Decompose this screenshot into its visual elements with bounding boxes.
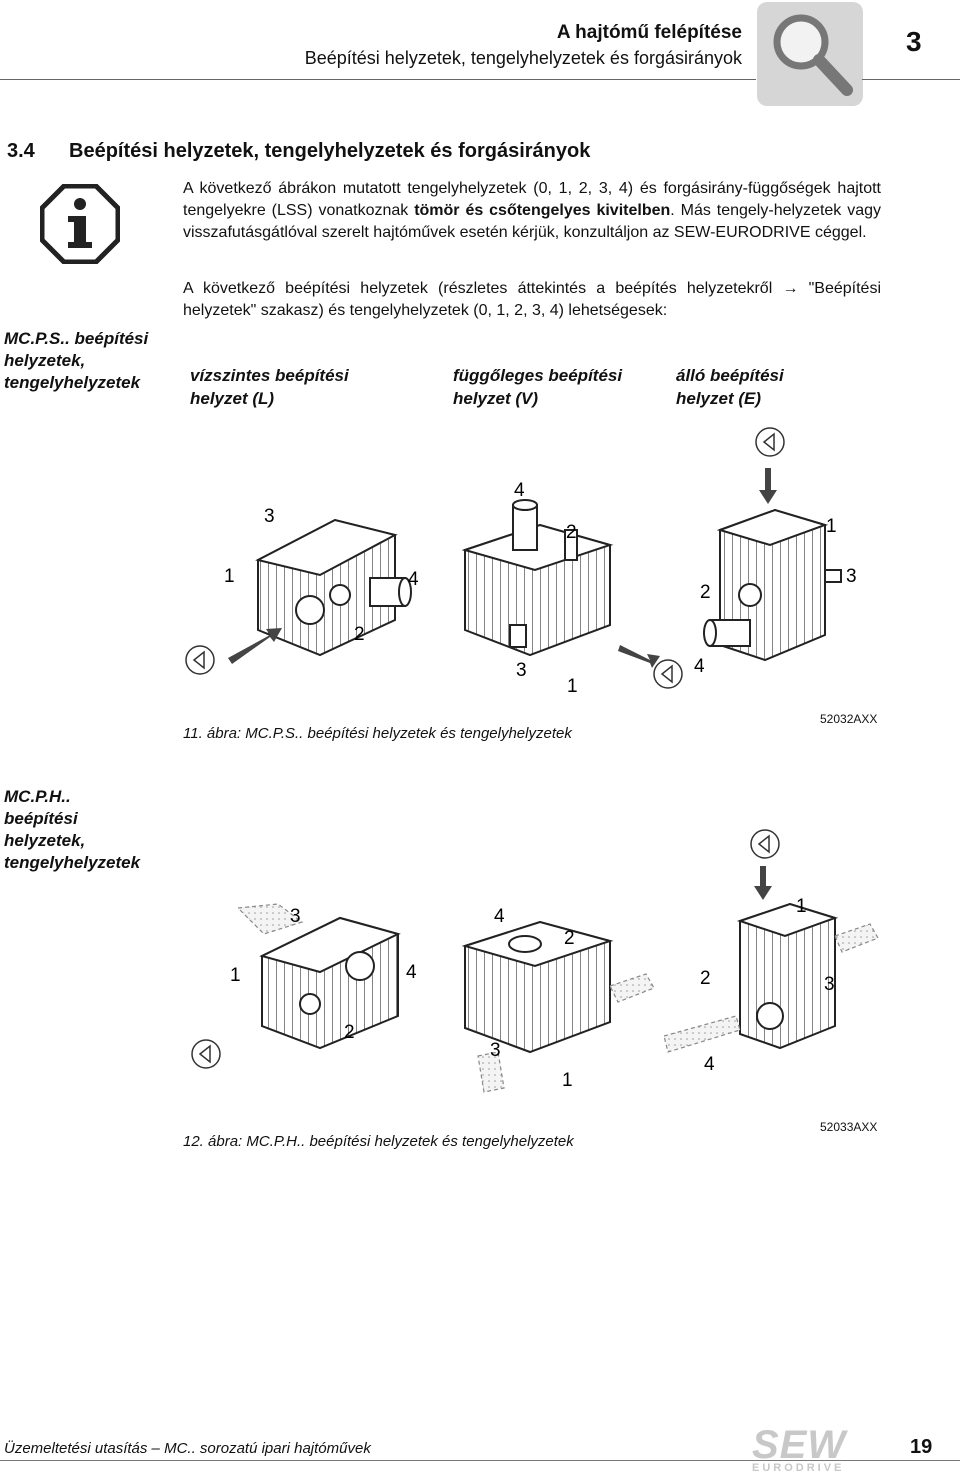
column-heading-line: álló beépítési <box>676 366 784 385</box>
positions-paragraph: A következő beépítési helyzetek (részlet… <box>183 278 881 322</box>
pointer-arrow-icon <box>228 628 282 664</box>
side-label-line: helyzetek, <box>4 831 86 850</box>
figure-2-code: 52033AXX <box>820 1120 878 1134</box>
side-label-line: tengelyhelyzetek <box>4 853 141 872</box>
rotation-arrow-icon <box>185 645 215 675</box>
hollow-shaft-ghost <box>834 923 879 953</box>
side-label-line: MC.P.S.. beépítési <box>4 329 149 348</box>
shaft-label: 2 <box>354 624 365 645</box>
chapter-number: 3 <box>906 26 922 57</box>
shaft-label: 1 <box>567 676 578 697</box>
hollow-shaft-ghost <box>236 903 304 935</box>
column-heading-vertical: függőleges beépítési helyzet (V) <box>453 364 622 410</box>
pointer-arrow-icon <box>754 866 772 900</box>
side-label-line: beépítési <box>4 809 78 828</box>
header-rule <box>0 79 756 80</box>
side-label-line: tengelyhelyzetek <box>4 373 141 392</box>
shaft-label: 2 <box>700 968 711 989</box>
side-label-line: helyzetek, <box>4 351 86 370</box>
column-heading-line: helyzet (V) <box>453 389 539 408</box>
para1-bold: tömör és csőtengelyes kivitelben <box>414 202 671 219</box>
cross-ref-arrow-icon: → <box>782 280 799 297</box>
column-heading-horizontal: vízszintes beépítési helyzet (L) <box>190 364 349 410</box>
figure-1-drawing: 3 1 4 2 4 2 3 1 <box>185 427 857 697</box>
gearbox-standing <box>703 508 842 662</box>
shaft-label: 1 <box>826 516 837 537</box>
para1-text: A következő ábrákon mutatott tengelyhely… <box>183 180 881 219</box>
column-heading-line: helyzet (E) <box>676 389 762 408</box>
gearbox-horizontal <box>259 916 401 1050</box>
column-heading-line: függőleges beépítési <box>453 366 623 385</box>
pointer-arrow-icon <box>618 645 660 668</box>
footer-document-title: Üzemeltetési utasítás – MC.. sorozatú ip… <box>4 1440 371 1457</box>
side-label-mcph: MC.P.H.. beépítési helyzetek, tengelyhel… <box>4 786 140 874</box>
para2-text-end: "Beépítési helyzetek" szakasz) és tengel… <box>183 280 882 319</box>
figure-2: 3 1 4 2 4 2 3 1 1 2 3 4 <box>180 826 890 1126</box>
section-title: 3.4 Beépítési helyzetek, tengelyhelyzetek… <box>7 140 590 163</box>
rotation-arrow-icon <box>755 427 785 457</box>
hollow-shaft-ghost <box>609 973 655 1003</box>
side-label-line: MC.P.H.. <box>4 787 71 806</box>
shaft-label: 4 <box>704 1054 715 1075</box>
shaft-label: 4 <box>494 906 505 927</box>
shaft-label: 3 <box>264 506 275 527</box>
gearbox-horizontal <box>255 518 412 657</box>
footer-rule <box>0 1460 960 1461</box>
shaft-label: 4 <box>406 962 417 983</box>
pointer-arrow-icon <box>759 468 777 504</box>
intro-paragraph: A következő ábrákon mutatott tengelyhely… <box>183 178 881 244</box>
rotation-arrow-icon <box>750 829 780 859</box>
magnifier-icon <box>757 2 863 106</box>
figure-1: 3 1 4 2 4 2 3 1 <box>180 420 890 720</box>
para1-text-end: . Más tengely-helyzetek vagy visszafutás… <box>183 202 881 241</box>
rotation-arrow-icon <box>191 1039 221 1069</box>
hollow-shaft-ghost <box>477 1051 505 1093</box>
shaft-label: 1 <box>230 965 241 986</box>
header-rule-right <box>862 79 960 80</box>
shaft-label: 3 <box>490 1040 501 1061</box>
shaft-label: 2 <box>700 582 711 603</box>
section-number: 3.4 <box>7 140 35 162</box>
shaft-label: 2 <box>566 522 577 543</box>
shaft-label: 3 <box>846 566 857 587</box>
shaft-label: 1 <box>224 566 235 587</box>
shaft-label: 3 <box>516 660 527 681</box>
shaft-label: 1 <box>796 896 807 917</box>
column-heading-line: vízszintes beépítési <box>190 366 349 385</box>
rotation-arrow-icon <box>653 659 683 689</box>
para2-text: A következő beépítési helyzetek (részlet… <box>183 280 783 297</box>
figure-2-caption: 12. ábra: MC.P.H.. beépítési helyzetek é… <box>183 1133 574 1150</box>
figure-2-drawing: 3 1 4 2 4 2 3 1 1 2 3 4 <box>191 829 879 1093</box>
gearbox-vertical <box>461 920 614 1054</box>
column-heading-standing: álló beépítési helyzet (E) <box>676 364 784 410</box>
shaft-label: 1 <box>562 1070 573 1091</box>
section-title-text: Beépítési helyzetek, tengelyhelyzetek és… <box>69 140 591 162</box>
shaft-label: 3 <box>290 906 301 927</box>
column-heading-line: helyzet (L) <box>190 389 275 408</box>
shaft-label: 3 <box>824 974 835 995</box>
sew-eurodrive-logo: SEW EURODRIVE <box>752 1423 847 1474</box>
figure-1-caption: 11. ábra: MC.P.S.. beépítési helyzetek é… <box>183 725 572 742</box>
shaft-label: 4 <box>694 656 705 677</box>
figure-1-code: 52032AXX <box>820 712 878 726</box>
hollow-shaft-ghost <box>663 1015 741 1053</box>
header-subtitle: Beépítési helyzetek, tengelyhelyzetek és… <box>304 48 742 68</box>
info-icon <box>39 183 121 269</box>
gearbox-standing <box>736 902 839 1050</box>
page-number: 19 <box>910 1436 933 1458</box>
header-title: A hajtómű felépítése <box>556 22 742 43</box>
shaft-label: 2 <box>564 928 575 949</box>
side-label-mcps: MC.P.S.. beépítési helyzetek, tengelyhel… <box>4 328 148 394</box>
shaft-label: 4 <box>408 569 419 590</box>
shaft-label: 2 <box>344 1022 355 1043</box>
shaft-label: 4 <box>514 480 525 501</box>
gearbox-vertical <box>461 499 614 657</box>
